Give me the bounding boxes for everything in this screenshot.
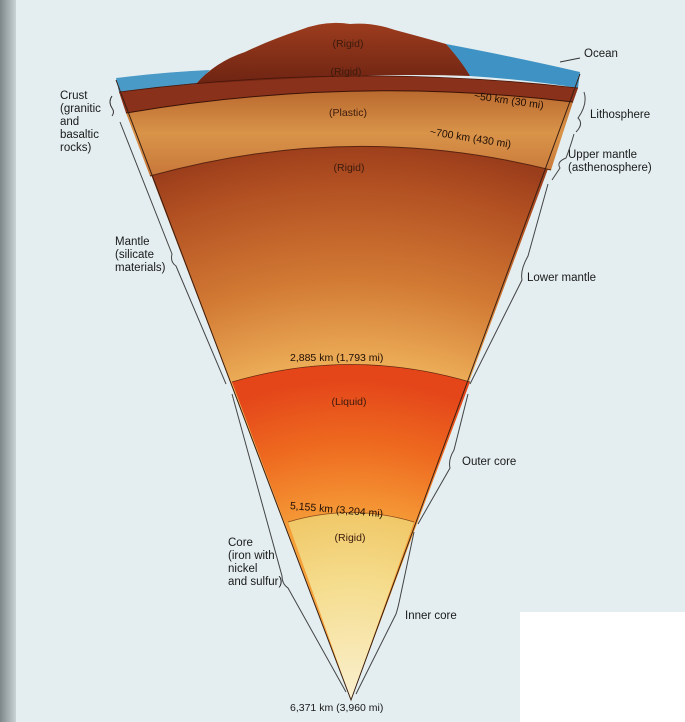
lithosphere-label: Lithosphere (590, 109, 650, 122)
inner-core-label: Inner core (405, 610, 457, 623)
core-label: Core (iron with nickel and sulfur) (228, 537, 282, 589)
center-depth-label: 6,371 km (3,960 mi) (290, 702, 383, 714)
lower-mantle-label: Lower mantle (527, 272, 596, 285)
mantle-label: Mantle (silicate materials) (115, 236, 165, 275)
crust-label: Crust (granitic and basaltic rocks) (60, 90, 101, 155)
ocean-label: Ocean (584, 48, 618, 61)
upper-mantle-label: Upper mantle (asthenosphere) (568, 149, 652, 175)
blank-page-area (520, 612, 685, 722)
outer-core-label: Outer core (462, 456, 516, 469)
ocean-leader (560, 58, 580, 62)
outer-core-state-label: (Liquid) (331, 396, 366, 408)
mantle-depth-label: 2,885 km (1,793 mi) (290, 352, 383, 364)
inner-core-state-label: (Rigid) (335, 532, 366, 544)
asthenosphere-state-label: (Plastic) (329, 107, 367, 119)
crust-state-label: (Rigid) (333, 38, 364, 50)
crust-brace (110, 96, 114, 116)
lithosphere-brace (576, 92, 585, 132)
lithosphere-state-label: (Rigid) (331, 66, 362, 78)
lower-mantle-state-label: (Rigid) (334, 162, 365, 174)
